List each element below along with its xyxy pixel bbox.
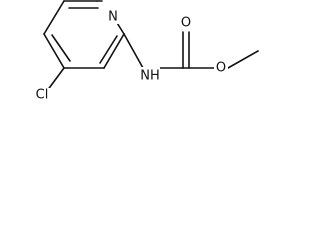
ester-o-mask (214, 61, 228, 75)
inner-bond-c4-c5 (51, 34, 71, 62)
bond-c2-c3 (103, 33, 125, 69)
bond-c2-nh (123, 33, 144, 69)
molecule-svg: N Cl NH O O (30, 0, 259, 103)
ring-n-mask (106, 10, 120, 24)
inner-bond-c2-c3 (99, 35, 118, 64)
nh-mask (140, 67, 160, 85)
chloro-label: Cl (36, 88, 49, 103)
pyridine-ring (43, 0, 125, 69)
carbonyl-oxygen-label: O (181, 16, 191, 31)
bond-o-methyl (227, 50, 259, 69)
ester-oxygen-label: O (216, 61, 226, 76)
ring-nitrogen-label: N (108, 10, 118, 25)
bond-c4-c5 (43, 33, 65, 69)
bond-c5-c6 (43, 0, 65, 35)
carbonyl-o-mask (179, 15, 193, 31)
cl-mask (30, 88, 54, 102)
structure-diagram: N Cl NH O O (0, 0, 261, 103)
amide-nh-label: NH (140, 69, 160, 84)
